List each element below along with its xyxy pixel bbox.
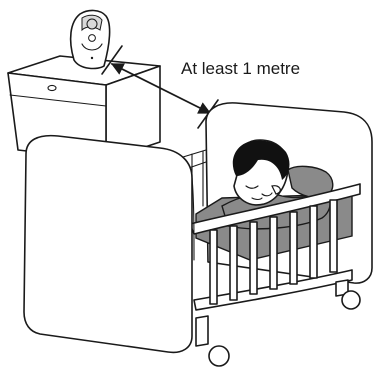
monitor-speaker-icon — [87, 19, 97, 29]
wheel-front — [209, 346, 229, 366]
wheel-back — [342, 291, 360, 309]
distance-label: At least 1 metre — [181, 59, 300, 79]
baby-cot — [24, 103, 372, 366]
baby-monitor — [71, 10, 110, 68]
monitor-button-icon — [89, 35, 96, 42]
